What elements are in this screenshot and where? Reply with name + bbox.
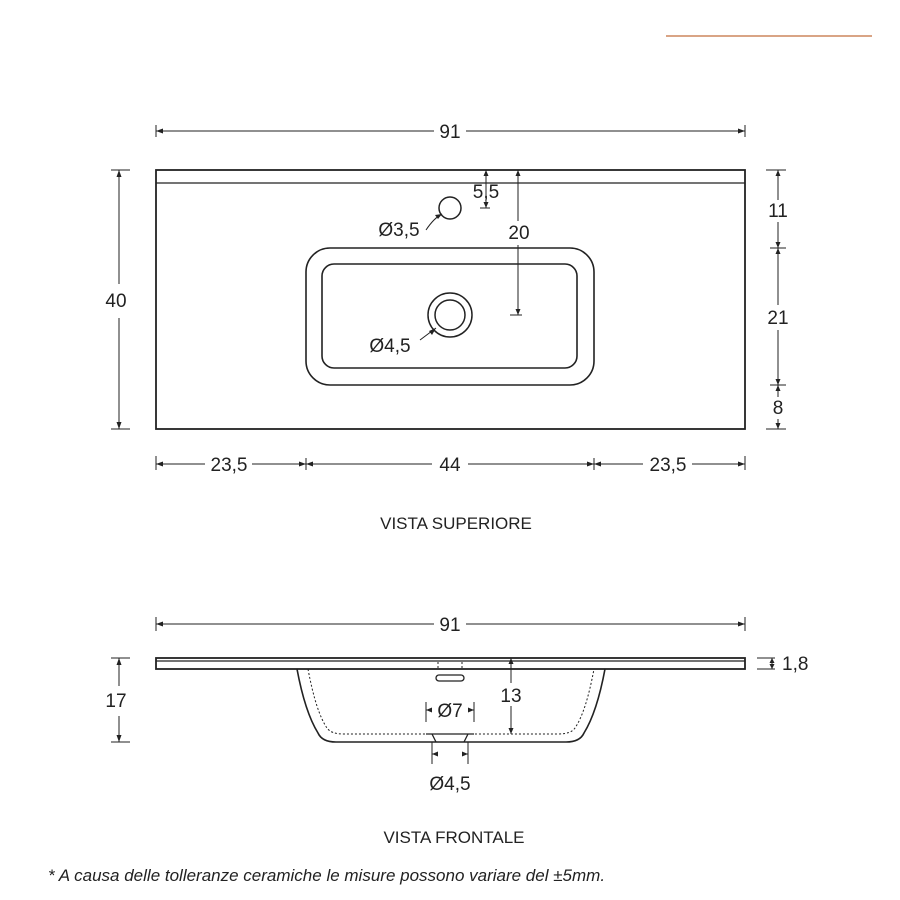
drain-diameter-label: Ø4,5	[369, 336, 410, 357]
tap-offset-label: 5,5	[473, 182, 499, 203]
tap-diameter-label: Ø3,5	[378, 220, 419, 241]
front-view-slab	[155, 657, 746, 670]
overflow-slot	[435, 674, 465, 682]
basin-depth-label: 13	[500, 686, 521, 707]
front-view-label: VISTA FRONTALE	[383, 828, 524, 847]
top-width-label: 91	[439, 122, 460, 143]
drain-inner	[434, 299, 466, 331]
top-view	[155, 169, 746, 430]
drain-outer	[427, 292, 473, 338]
tolerance-note: * A causa delle tolleranze ceramiche le …	[48, 866, 606, 885]
right-bottom-label: 8	[773, 398, 784, 419]
basin-body	[296, 668, 606, 743]
top-view-label: VISTA SUPERIORE	[380, 514, 532, 533]
top-view-outline	[155, 169, 746, 430]
front-view	[155, 657, 746, 743]
basin-inner	[321, 263, 578, 369]
basin-outer	[305, 247, 595, 386]
drain-depth-label: 20	[508, 223, 529, 244]
slab-thickness-label: 1,8	[782, 654, 808, 675]
front-width-label: 91	[439, 615, 460, 636]
accent-line	[666, 35, 872, 37]
bottom-mid-label: 44	[439, 455, 461, 476]
top-depth-label: 40	[105, 291, 126, 312]
right-mid-label: 21	[767, 308, 788, 329]
right-top-label: 11	[768, 201, 788, 222]
bottom-left-label: 23,5	[211, 455, 248, 476]
overflow-diameter-label: Ø7	[437, 701, 462, 722]
front-drain-diameter-label: Ø4,5	[429, 774, 470, 795]
tap-hole	[438, 196, 462, 220]
bottom-right-label: 23,5	[650, 455, 687, 476]
front-drain	[426, 733, 474, 743]
front-height-label: 17	[105, 691, 126, 712]
